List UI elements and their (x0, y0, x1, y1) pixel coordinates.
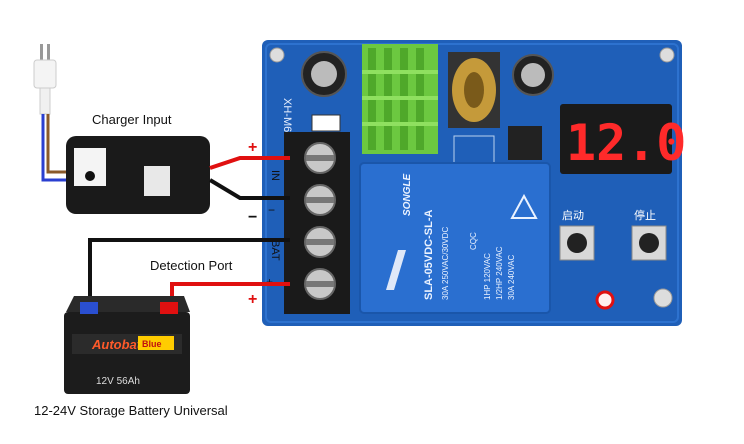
relay-brand: SONGLE (402, 173, 413, 216)
display-value: 12.0 (566, 114, 686, 172)
mount-hole (659, 47, 675, 63)
start-button[interactable] (559, 225, 595, 261)
ac-wire-blue (41, 114, 70, 182)
terminal-bat-label: BAT (269, 240, 281, 261)
mount-hole (653, 288, 673, 308)
battery-badge: Blue (142, 339, 162, 349)
wire-sign-minus-top: − (248, 209, 257, 226)
stop-button-label: 停止 (634, 208, 656, 222)
stop-button[interactable] (631, 225, 667, 261)
battery-spec: 12V 56Ah (96, 376, 140, 387)
start-button-label: 启动 (562, 209, 584, 222)
battery-caption: 12-24V Storage Battery Universal (34, 403, 228, 418)
wire-sign-minus-bottom: − (248, 233, 257, 250)
terminal-in-label: IN (269, 170, 281, 181)
battery-terminal-negative (80, 302, 98, 314)
indicator-led (595, 290, 615, 310)
charger (66, 136, 210, 214)
ic-chip (508, 126, 542, 160)
relay: SONGLE SLA-05VDC-SL-A 30A 250VAC/30VDC C… (359, 162, 551, 314)
detection-port-label: Detection Port (150, 258, 233, 273)
battery-brand: Autobat (91, 337, 142, 352)
battery-terminal-positive (160, 302, 178, 314)
wire-sign-plus-top: + (248, 139, 257, 156)
relay-rating-4: 30A 240VAC (507, 255, 516, 300)
relay-rating-3: 1/2HP 240VAC (495, 246, 504, 300)
battery-wire-black (88, 238, 290, 312)
terminal-minus-label: − (268, 203, 275, 217)
relay-rating-2: 1HP 120VAC (483, 253, 492, 300)
ac-wire-brown (46, 114, 70, 174)
mount-hole (269, 47, 285, 63)
terminal-block (284, 132, 350, 314)
led-display: 12.0 (560, 104, 686, 174)
battery: Autobat Blue 12V 56Ah (64, 296, 190, 394)
relay-cert: CQC (469, 232, 478, 250)
charger-input-label: Charger Input (92, 112, 172, 127)
wire-sign-plus-bottom: + (248, 291, 257, 308)
heatsink (362, 44, 438, 154)
charger-wire-red (209, 156, 290, 170)
relay-rating-1: 30A 250VAC/30VDC (441, 227, 450, 300)
ac-plug-icon (33, 44, 57, 115)
relay-model: SLA-05VDC-SL-A (423, 209, 435, 300)
charger-wire-black (208, 178, 290, 200)
relay-logo (386, 250, 406, 290)
warning-icon (510, 193, 538, 219)
inductor (448, 52, 500, 128)
diode (311, 114, 341, 132)
